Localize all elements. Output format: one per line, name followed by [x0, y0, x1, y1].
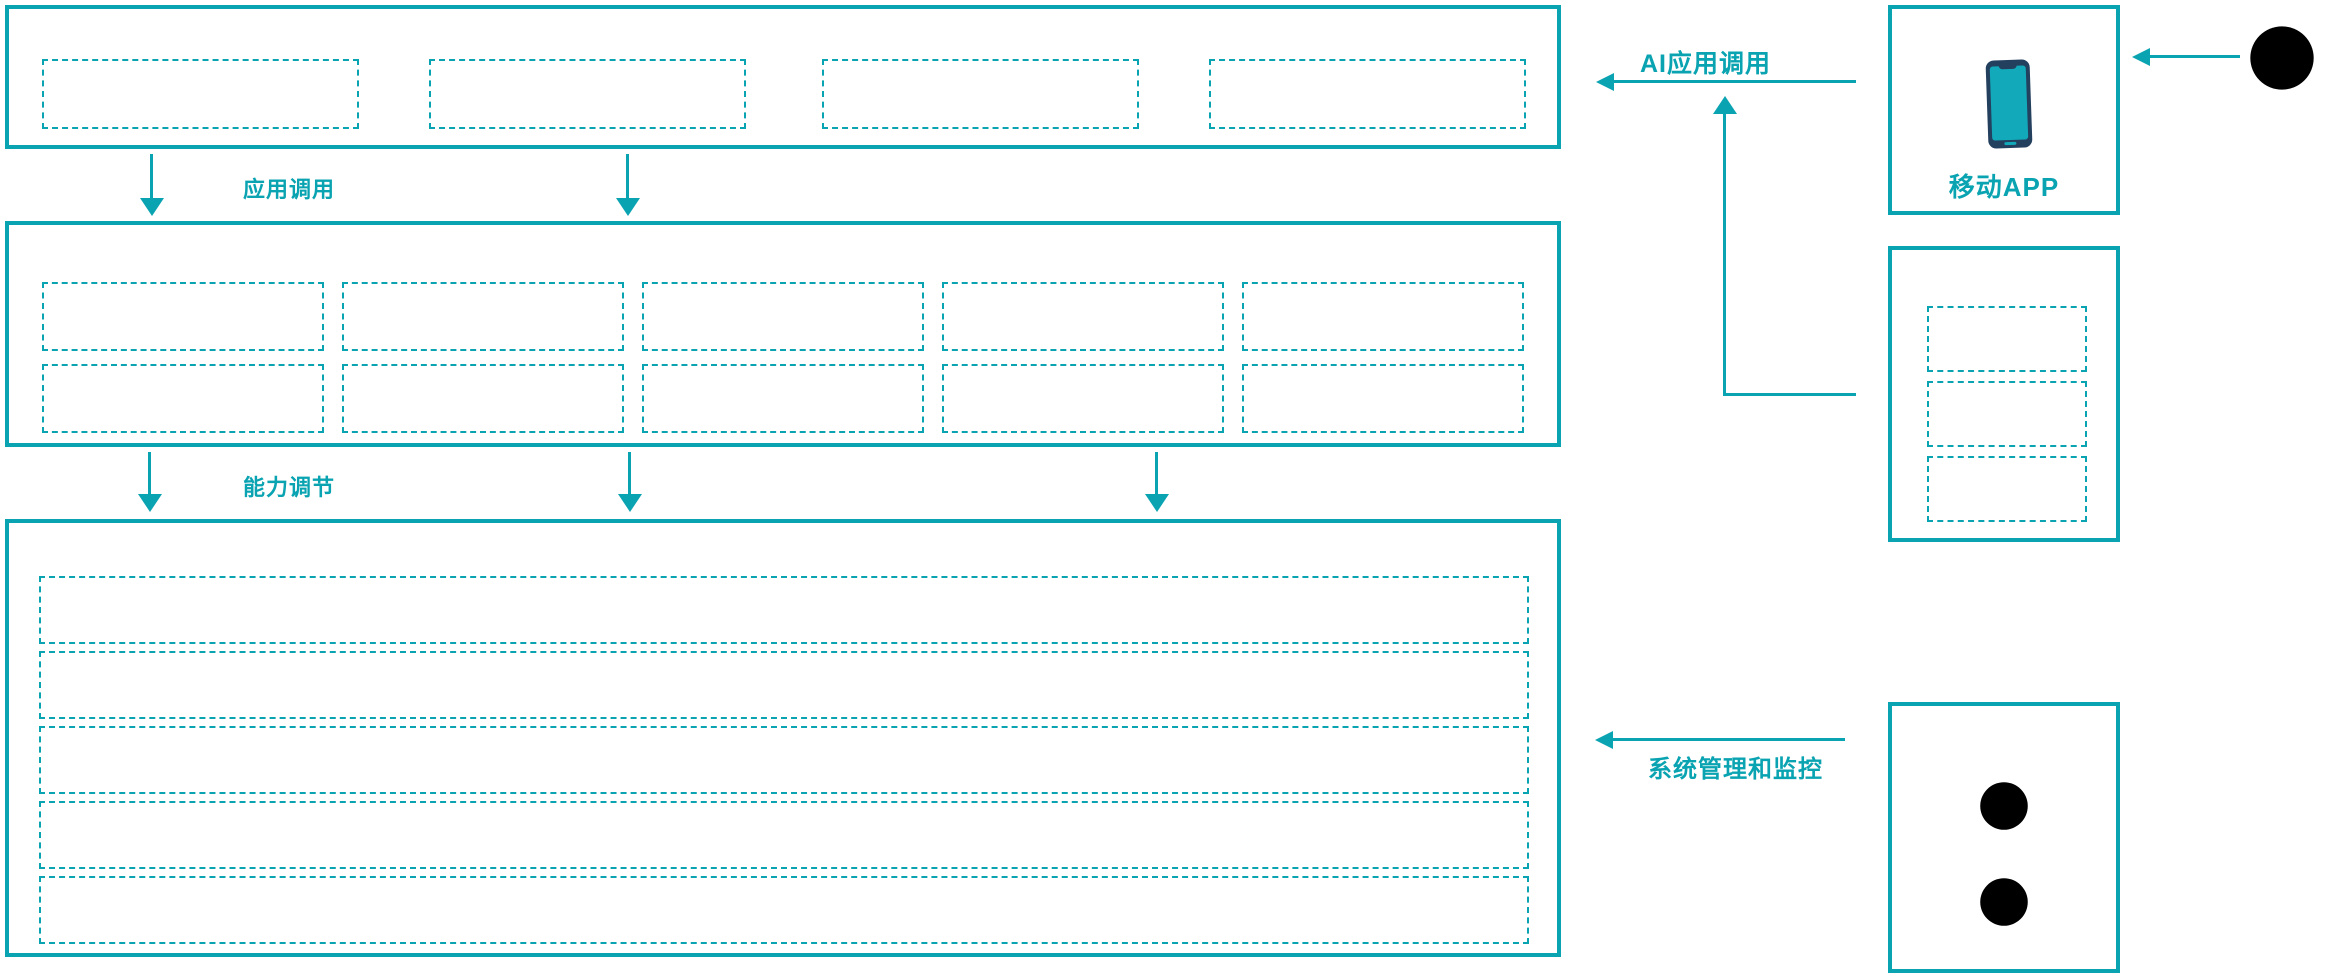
admin-users-icon: [1980, 878, 2028, 926]
mobile-app-panel: 移动APP: [1888, 5, 2120, 215]
capability-box: [42, 282, 324, 351]
system-management-label: 系统管理和监控: [1648, 756, 1823, 783]
arrow-ai-app-call-head: [1596, 73, 1614, 91]
platform-row-box: [39, 726, 1529, 794]
module-box: [1927, 456, 2087, 522]
capability-adjust-label: 能力调节: [243, 475, 336, 500]
capability-box: [342, 282, 624, 351]
arrow-app-call-1-head: [140, 198, 164, 216]
capability-layer-panel: [5, 221, 1561, 447]
module-box: [1927, 381, 2087, 447]
arrow-system-management-line: [1613, 738, 1845, 741]
arrow-system-management-head: [1595, 731, 1613, 749]
capability-box: [942, 364, 1224, 433]
connector-module-hline: [1723, 393, 1856, 396]
arrow-capability-3-line: [1155, 452, 1158, 496]
arrow-capability-3-head: [1145, 494, 1169, 512]
capability-box: [642, 364, 924, 433]
admin-users-icon: [1980, 782, 2028, 830]
application-box: [429, 59, 746, 129]
arrow-app-call-2-head: [616, 198, 640, 216]
arrow-app-call-1-line: [150, 154, 153, 200]
smartphone-icon: [1985, 59, 2033, 149]
application-box: [1209, 59, 1526, 129]
connector-module-vline: [1723, 114, 1726, 395]
module-box: [1927, 306, 2087, 372]
mobile-app-label: 移动APP: [1948, 172, 2060, 202]
capability-box: [1242, 282, 1524, 351]
platform-row-box: [39, 651, 1529, 719]
platform-layer-panel: [5, 519, 1561, 957]
capability-box: [342, 364, 624, 433]
arrow-ai-app-call-line: [1614, 80, 1856, 83]
admin-panel: [1888, 702, 2120, 973]
capability-box: [942, 282, 1224, 351]
capability-box: [1242, 364, 1524, 433]
arrow-user-to-mobile-head: [2132, 48, 2150, 66]
platform-row-box: [39, 576, 1529, 644]
capability-box: [42, 364, 324, 433]
platform-row-box: [39, 801, 1529, 869]
arrow-app-call-2-line: [626, 154, 629, 200]
connector-module-head: [1713, 96, 1737, 114]
platform-row-box: [39, 876, 1529, 944]
arrow-capability-1-head: [138, 494, 162, 512]
application-layer-panel: [5, 5, 1561, 149]
app-call-label: 应用调用: [243, 177, 336, 202]
arrow-capability-1-line: [148, 452, 151, 496]
application-box: [42, 59, 359, 129]
application-box: [822, 59, 1139, 129]
arrow-capability-2-line: [628, 452, 631, 496]
arrow-capability-2-head: [618, 494, 642, 512]
ai-app-call-label: AI应用调用: [1640, 50, 1772, 78]
external-users-icon: [2250, 26, 2314, 90]
capability-box: [642, 282, 924, 351]
arrow-user-to-mobile-line: [2150, 55, 2240, 58]
module-panel: [1888, 246, 2120, 542]
